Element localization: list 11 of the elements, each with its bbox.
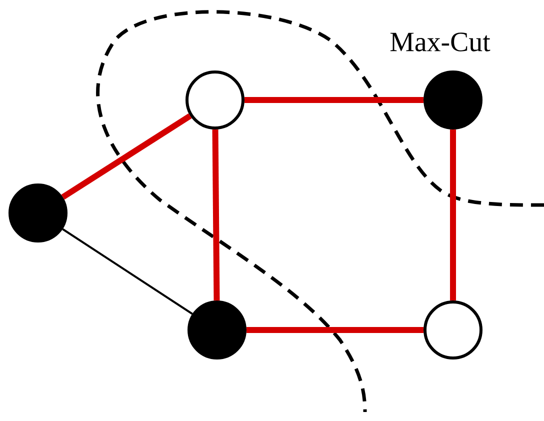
cut-edge	[246, 327, 424, 333]
thin-edge	[62, 228, 193, 315]
cut-edge	[450, 130, 456, 300]
cut-edge	[61, 113, 192, 200]
open-vertex	[186, 70, 244, 130]
filled-vertex	[188, 300, 246, 360]
cut-edge	[244, 97, 424, 103]
filled-vertex	[8, 184, 68, 242]
open-vertex	[424, 300, 482, 360]
cut-edge	[212, 129, 220, 301]
filled-vertex	[424, 70, 482, 130]
